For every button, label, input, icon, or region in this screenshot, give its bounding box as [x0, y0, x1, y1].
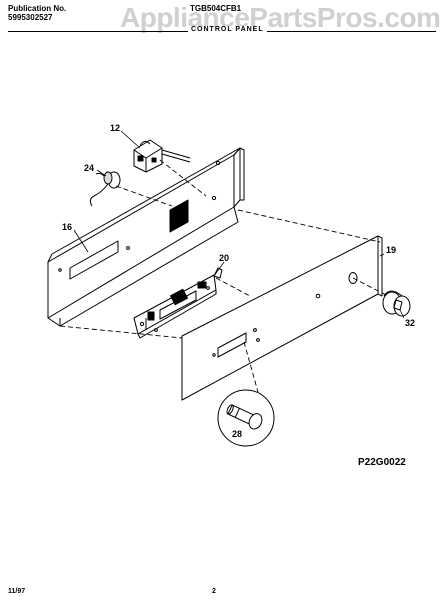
part-12-assembly	[133, 139, 191, 173]
model-number: TGB504CFB1	[190, 4, 242, 13]
part-28-plug	[217, 389, 275, 447]
watermark: AppliancePartsPros.com	[120, 2, 441, 33]
part-24-component	[89, 171, 121, 207]
publication-number: 5995302527	[8, 13, 53, 22]
callout-19: 19	[386, 245, 397, 255]
footer-date: 11/97	[8, 588, 26, 595]
callout-16: 16	[62, 222, 73, 232]
callout-24: 24	[84, 163, 95, 173]
callout-28: 28	[232, 429, 243, 439]
publication-label: Publication No.	[8, 4, 67, 13]
footer-page-number: 2	[212, 588, 216, 595]
part-20-control-board	[133, 267, 223, 339]
callout-32: 32	[405, 318, 416, 328]
section-title: CONTROL PANEL	[188, 26, 267, 33]
part-16-control-panel-bracket	[47, 147, 245, 327]
diagram-code: P22G0022	[358, 457, 406, 468]
part-19-control-panel	[181, 235, 383, 401]
part-32-knob	[382, 290, 411, 317]
callout-20: 20	[219, 253, 230, 263]
callout-12: 12	[110, 123, 121, 133]
